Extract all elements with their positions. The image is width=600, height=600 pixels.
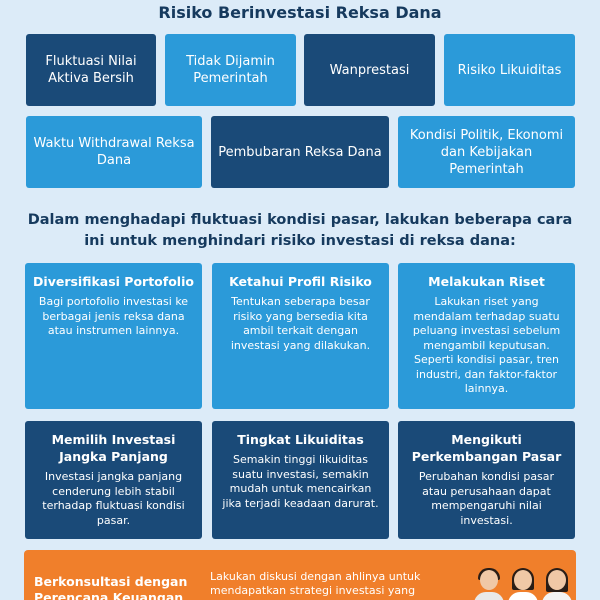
risk-not-guaranteed: Tidak Dijamin Pemerintah [165, 34, 296, 106]
tip-title: Melakukan Riset [428, 274, 545, 289]
tip-title: Diversifikasi Portofolio [33, 274, 194, 289]
risk-default: Wanprestasi [304, 34, 435, 106]
consultation-title: Berkonsultasi dengan Perencana Keuangan [34, 574, 188, 600]
advisor-photo [506, 568, 540, 600]
tip-card-diversification: Diversifikasi Portofolio Bagi portofolio… [25, 263, 202, 409]
tip-title: Mengikuti Perkembangan Pasar [411, 432, 562, 464]
advisor-photo [472, 568, 506, 600]
tip-title: Tingkat Likuiditas [237, 432, 364, 447]
tip-card-long-term: Memilih Investasi Jangka Panjang Investa… [25, 421, 202, 539]
tip-title: Memilih Investasi Jangka Panjang [51, 432, 176, 464]
tip-card-research: Melakukan Riset Lakukan riset yang menda… [398, 263, 575, 409]
advisor-photo [540, 568, 574, 600]
risk-political-economic: Kondisi Politik, Ekonomi dan Kebijakan P… [398, 116, 575, 188]
tip-title: Ketahui Profil Risiko [229, 274, 372, 289]
tip-body: Lakukan riset yang mendalam terhadap sua… [412, 295, 561, 395]
tip-body: Perubahan kondisi pasar atau perusahaan … [418, 470, 555, 527]
tips-intro: Dalam menghadapi fluktuasi kondisi pasar… [27, 212, 573, 249]
risk-liquidity: Risiko Likuiditas [444, 34, 575, 106]
tip-body: Semakin tinggi likuiditas suatu investas… [222, 453, 379, 510]
tip-card-risk-profile: Ketahui Profil Risiko Tentukan seberapa … [212, 263, 389, 409]
tip-card-liquidity: Tingkat Likuiditas Semakin tinggi likuid… [212, 421, 389, 539]
risk-dissolution: Pembubaran Reksa Dana [211, 116, 389, 188]
tip-body: Tentukan seberapa besar risiko yang bers… [230, 295, 371, 352]
tip-body: Investasi jangka panjang cenderung lebih… [42, 470, 185, 527]
consultation-banner: Berkonsultasi dengan Perencana Keuangan … [24, 550, 576, 600]
page-title: Risiko Berinvestasi Reksa Dana [158, 3, 442, 22]
consultation-body: Lakukan diskusi dengan ahlinya untuk men… [210, 570, 421, 597]
tip-body: Bagi portofolio investasi ke berbagai je… [38, 295, 189, 337]
tip-card-market-development: Mengikuti Perkembangan Pasar Perubahan k… [398, 421, 575, 539]
risk-withdrawal-time: Waktu Withdrawal Reksa Dana [26, 116, 202, 188]
risk-nab-fluctuation: Fluktuasi Nilai Aktiva Bersih [26, 34, 156, 106]
